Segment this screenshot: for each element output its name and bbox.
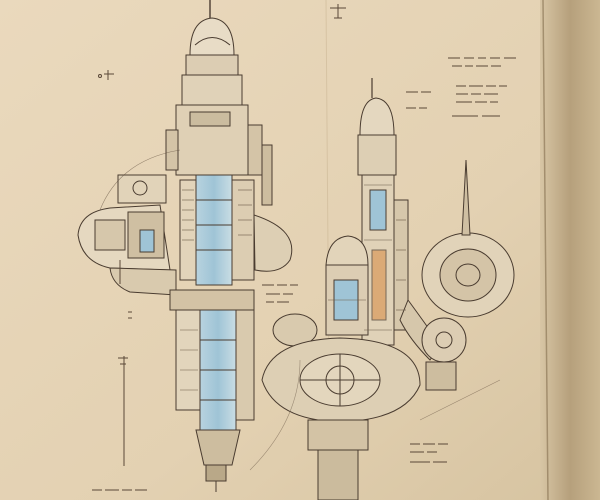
page-fold-line [542, 0, 549, 500]
annotation-scribbles [92, 4, 516, 491]
right-spaceship [261, 78, 515, 500]
page-edge [540, 0, 600, 500]
left-spaceship [77, 0, 293, 492]
